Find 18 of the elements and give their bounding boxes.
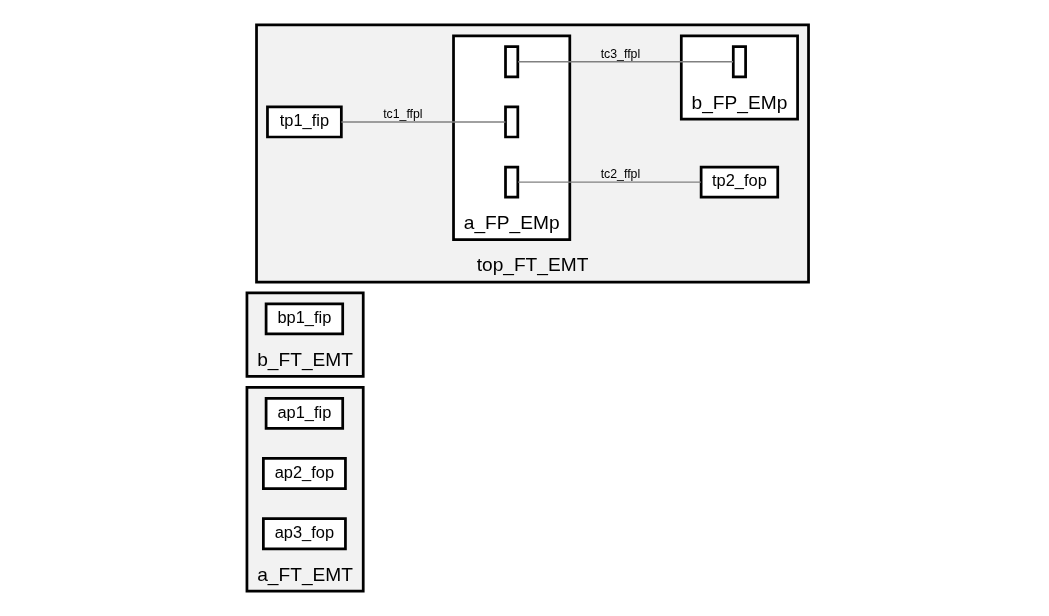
connector bbox=[516, 181, 702, 183]
node-box: ap2_fop bbox=[261, 457, 347, 490]
cluster: a_FP_EMp bbox=[451, 34, 571, 241]
connector bbox=[340, 121, 506, 123]
node-box: ap1_fip bbox=[264, 396, 344, 430]
edge-label: tc3_ffpl bbox=[600, 46, 640, 61]
node-box: ap3_fop bbox=[261, 517, 347, 551]
node-box bbox=[503, 45, 519, 79]
connector bbox=[516, 61, 734, 63]
node-box bbox=[731, 45, 747, 79]
node-box: bp1_fip bbox=[264, 302, 344, 336]
edge-label: tc2_ffpl bbox=[600, 167, 640, 182]
edge-label: tc1_ffpl bbox=[382, 107, 423, 122]
node-box: tp2_fop bbox=[699, 165, 779, 199]
node-box bbox=[503, 105, 519, 139]
node-box bbox=[503, 165, 519, 199]
node-box: tp1_fip bbox=[265, 105, 343, 139]
cluster: b_FP_EMp bbox=[679, 34, 799, 121]
